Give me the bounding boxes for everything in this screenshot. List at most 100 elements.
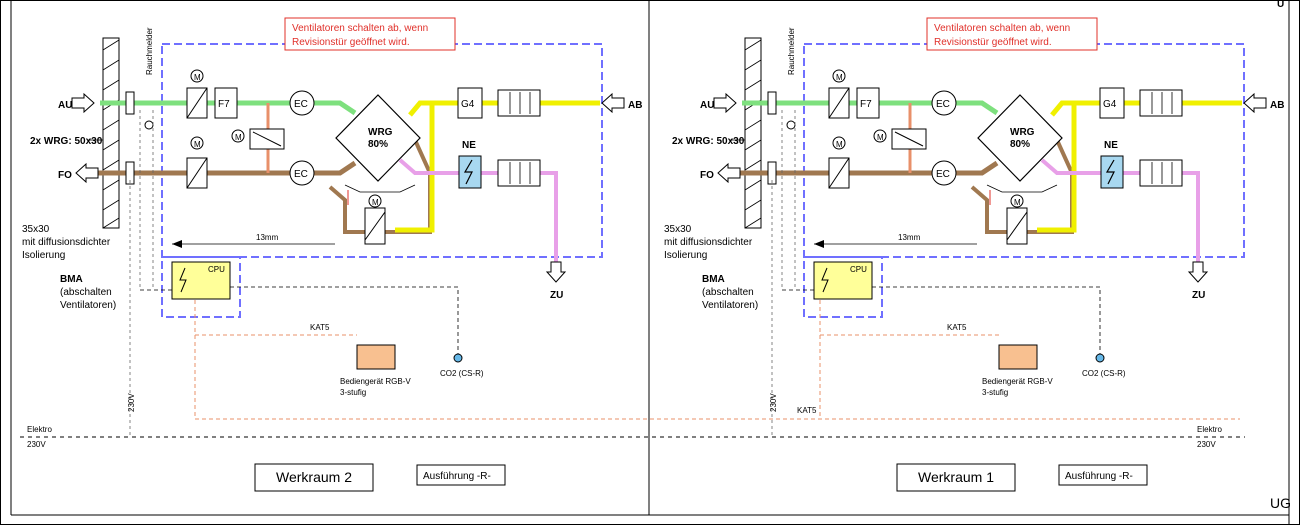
duct-label-1: 35x30 — [22, 224, 50, 235]
corner-bottom-label: UG — [1270, 495, 1291, 511]
room-name-box — [254, 463, 374, 492]
wrg-efficiency: 80% — [368, 139, 388, 150]
control-wiring — [771, 110, 796, 437]
damper-return-blade — [364, 211, 386, 241]
voltage-label: 230V — [127, 393, 136, 412]
ec-fan-exhaust — [289, 160, 315, 186]
smoke-detector-icon — [144, 120, 154, 130]
bma-label-2: (abschalten — [702, 287, 754, 298]
motor-label: M — [235, 133, 242, 142]
wrg-efficiency: 80% — [1010, 139, 1030, 150]
motor-icon — [832, 69, 846, 83]
filter-g4-label: G4 — [1103, 99, 1117, 110]
au-label: AU — [700, 100, 714, 111]
silencer-supply — [497, 159, 541, 187]
extract-bypass-duct — [1037, 103, 1077, 233]
fo-label: FO — [700, 170, 714, 181]
rauchmelder-label: Rauchmelder — [787, 27, 796, 75]
warning-line-2: Revisionstür geöffnet wird. — [292, 37, 410, 48]
room-name-box — [896, 463, 1016, 492]
warning-line-1: Ventilatoren schalten ab, wenn — [934, 23, 1070, 34]
panel-label-2: 3-stufig — [982, 388, 1008, 397]
wall — [102, 37, 120, 229]
co2-label: CO2 (CS-R) — [1082, 369, 1126, 378]
variant-label: Ausführung -R- — [423, 471, 491, 482]
sensor-wiring — [140, 286, 459, 355]
exhaust-return-duct — [328, 139, 432, 234]
smoke-detector-icon — [786, 120, 796, 130]
motor-icon — [832, 136, 846, 150]
co2-sensor-icon — [453, 353, 463, 363]
wrg-label: WRG — [368, 127, 393, 138]
panel-label-2: 3-stufig — [340, 388, 366, 397]
motor-label: M — [1014, 198, 1021, 207]
bypass-damper-blade — [252, 131, 282, 147]
damper-return-blade — [1006, 211, 1028, 241]
bma-label-1: BMA — [702, 274, 725, 285]
cpu-label: CPU — [208, 265, 225, 274]
ec-fan-label: EC — [936, 99, 950, 110]
panel-label-1: Bediengerät RGB-V — [982, 377, 1053, 386]
lightning-icon — [179, 267, 187, 293]
elektro-voltage-right: 230V — [1197, 440, 1216, 449]
outdoor-air-duct — [742, 100, 999, 116]
cpu-label: CPU — [850, 265, 867, 274]
damper-outdoor-blade — [186, 87, 208, 119]
corner-top-label: U — [1277, 0, 1284, 10]
lightning-icon — [1105, 159, 1115, 185]
slope-label: 13mm — [898, 233, 921, 242]
motor-icon — [190, 136, 204, 150]
silencer-extract — [1139, 89, 1183, 117]
panel-label-1: Bediengerät RGB-V — [340, 377, 411, 386]
elektro-label-right: Elektro — [1197, 425, 1222, 434]
ec-fan-exhaust — [931, 160, 957, 186]
duct-label-3: Isolierung — [22, 250, 65, 261]
filter-g4-label: G4 — [461, 99, 475, 110]
motor-icon — [368, 194, 382, 208]
room-name: Werkraum 1 — [918, 469, 994, 485]
flange-au — [767, 91, 777, 115]
wrg-duct-label: 2x WRG: 50x30 — [30, 136, 103, 147]
filter-g4 — [1099, 87, 1125, 119]
supply-air-duct — [1040, 158, 1200, 262]
motor-label: M — [194, 140, 201, 149]
wrg-duct-label: 2x WRG: 50x30 — [672, 136, 745, 147]
warning-line-1: Ventilatoren schalten ab, wenn — [292, 23, 428, 34]
arrow-right-icon — [71, 92, 95, 114]
lightning-icon — [463, 159, 473, 185]
co2-sensor-icon — [1095, 353, 1105, 363]
duct-label-3: Isolierung — [664, 250, 707, 261]
slope-label: 13mm — [256, 233, 279, 242]
heat-exchanger-wrg — [335, 94, 421, 182]
silencer-supply — [1139, 159, 1183, 187]
arrow-right-icon — [713, 92, 737, 114]
voltage-label: 230V — [769, 393, 778, 412]
bma-label-1: BMA — [60, 274, 83, 285]
lightning-icon — [821, 267, 829, 293]
outdoor-air-duct — [100, 100, 357, 116]
flange-au — [125, 91, 135, 115]
damper-exhaust-blade — [186, 157, 208, 189]
exhaust-air-duct — [732, 160, 999, 176]
ec-fan-label: EC — [294, 99, 308, 110]
heater-label: NE — [462, 140, 476, 151]
arrow-down-icon — [545, 261, 567, 283]
kat5-label: KAT5 — [310, 323, 330, 332]
flange-fo — [125, 161, 135, 185]
fo-label: FO — [58, 170, 72, 181]
au-label: AU — [58, 100, 72, 111]
heater-label: NE — [1104, 140, 1118, 151]
arrow-left-icon — [75, 162, 99, 184]
rauchmelder-label: Rauchmelder — [145, 27, 154, 75]
zu-label: ZU — [550, 290, 563, 301]
arrow-left-icon — [814, 240, 824, 248]
supply-air-duct — [398, 158, 558, 262]
ab-label: AB — [1270, 100, 1284, 111]
ec-fan-supply — [931, 90, 957, 116]
motor-label: M — [194, 73, 201, 82]
exhaust-return-duct — [970, 139, 1074, 234]
wrg-label: WRG — [1010, 127, 1035, 138]
silencer-baffles — [509, 92, 531, 114]
